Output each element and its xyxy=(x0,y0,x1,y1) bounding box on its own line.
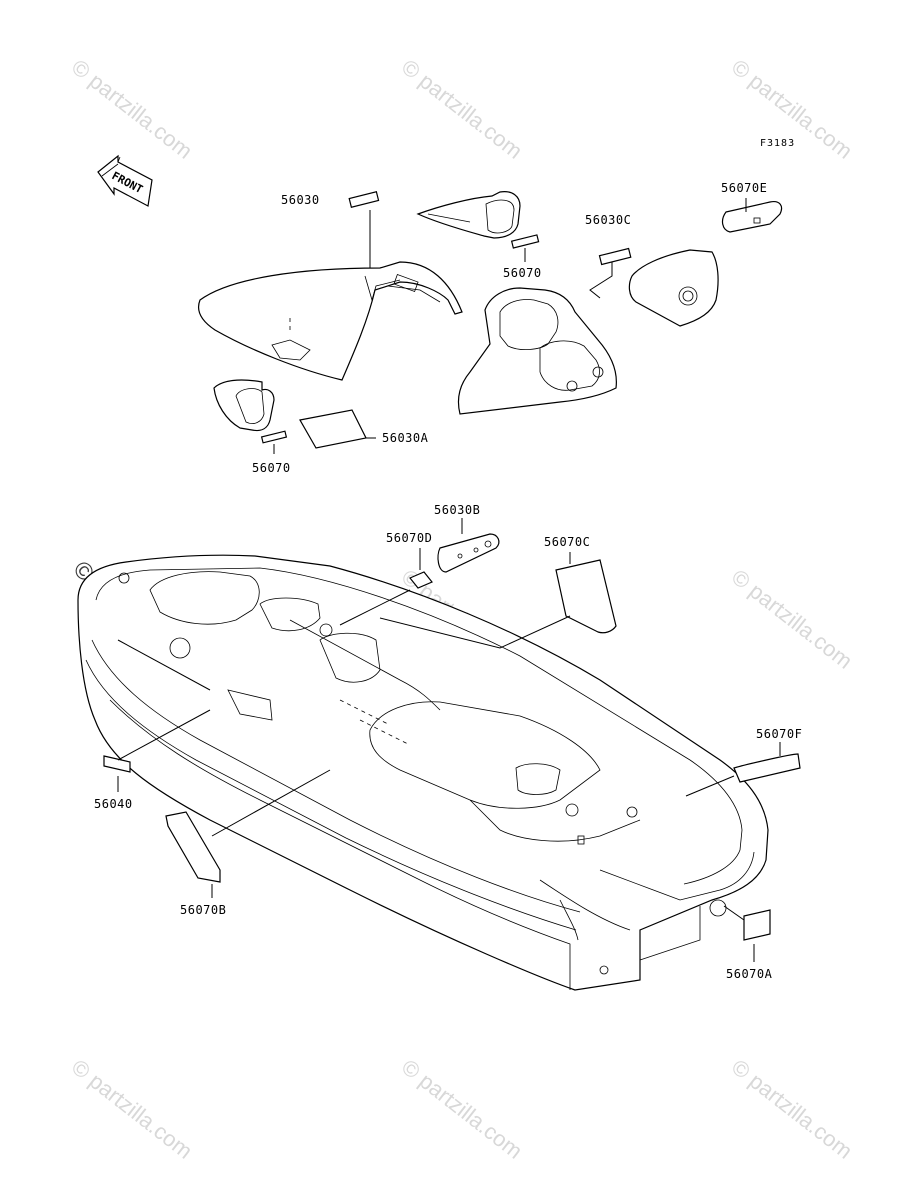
decal-56070f xyxy=(733,753,801,783)
callout-labels: 56030 56070 56030C 56070E 56030A 56070 5… xyxy=(94,181,802,981)
hull-part xyxy=(77,554,769,991)
instrument-panel-part xyxy=(628,249,719,327)
watermark-text: © partzilla.com xyxy=(727,1054,857,1163)
hood-cover-part xyxy=(197,261,463,381)
callout-56070d[interactable]: 56070D xyxy=(386,531,432,545)
callout-56070b[interactable]: 56070B xyxy=(180,903,226,917)
leader-lines-upper xyxy=(273,198,747,454)
mirror-top-part xyxy=(416,191,521,239)
decal-56070c xyxy=(555,559,617,634)
callout-56030[interactable]: 56030 xyxy=(281,193,320,207)
callout-56070-top[interactable]: 56070 xyxy=(503,266,542,280)
callout-56030b[interactable]: 56030B xyxy=(434,503,480,517)
watermark-text: © partzilla.com xyxy=(727,564,857,673)
decal-56070d xyxy=(409,571,433,589)
decal-56040 xyxy=(103,755,131,773)
callout-56040[interactable]: 56040 xyxy=(94,797,133,811)
decal-56070-top xyxy=(510,234,540,249)
callout-56030a[interactable]: 56030A xyxy=(382,431,429,445)
watermark-text: © partzilla.com xyxy=(67,1054,197,1163)
decal-56030c xyxy=(598,247,632,266)
watermark-text: © partzilla.com xyxy=(397,54,527,163)
leader-lines-lower xyxy=(117,518,781,962)
decal-56030 xyxy=(348,191,380,208)
cover-56070e-part xyxy=(721,201,783,233)
callout-56070-left[interactable]: 56070 xyxy=(252,461,291,475)
callout-56070a[interactable]: 56070A xyxy=(726,967,773,981)
callout-56030c[interactable]: 56030C xyxy=(585,213,631,227)
steering-cover-part xyxy=(457,287,617,415)
callout-56070f[interactable]: 56070F xyxy=(756,727,802,741)
watermark-text: © partzilla.com xyxy=(67,54,197,163)
decal-56070b xyxy=(165,811,221,883)
decal-56070-left xyxy=(260,430,288,444)
callout-56070e[interactable]: 56070E xyxy=(721,181,767,195)
decal-56070a xyxy=(743,909,771,941)
watermark-text: © partzilla.com xyxy=(397,1054,527,1163)
mirror-left-part xyxy=(213,379,275,432)
decal-56030b xyxy=(437,533,500,573)
front-arrow-icon: FRONT xyxy=(97,154,153,207)
figure-code: F3183 xyxy=(760,138,795,149)
decal-56030a xyxy=(299,409,367,449)
callout-56070c[interactable]: 56070C xyxy=(544,535,590,549)
